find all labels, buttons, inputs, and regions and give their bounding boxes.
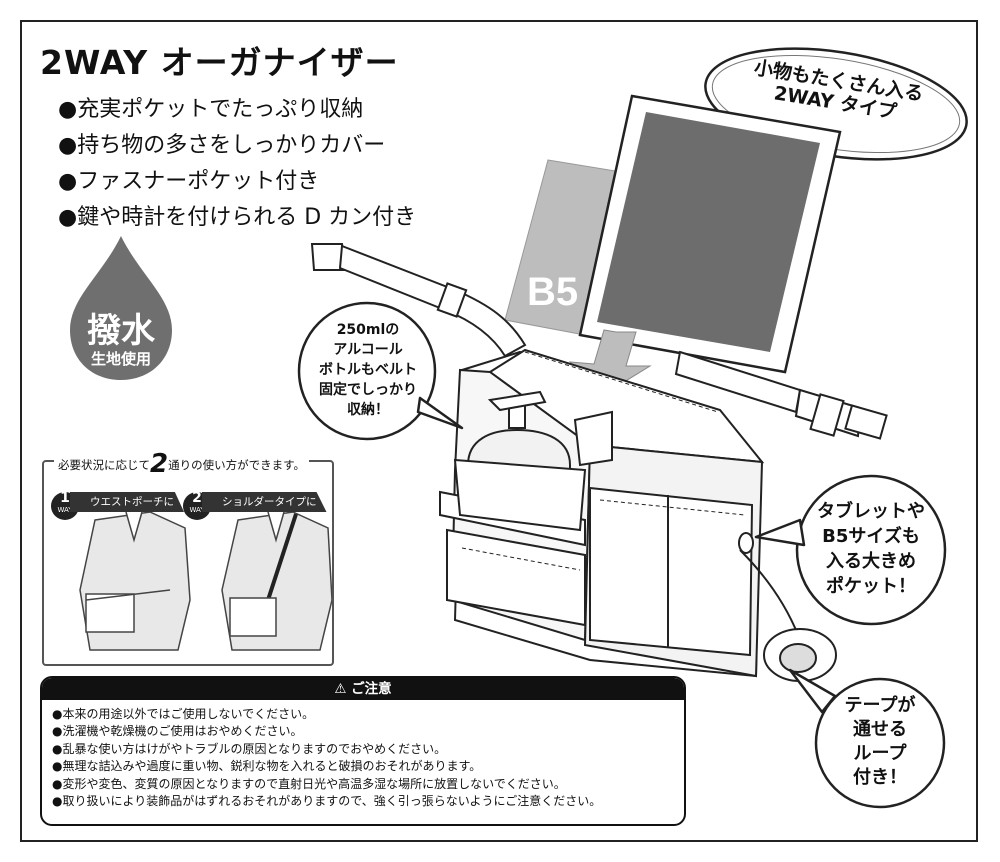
tape-loop-icon — [738, 532, 837, 682]
way2-number: 2 — [192, 490, 202, 506]
bubble-line: 収納！ — [347, 402, 389, 418]
feature-item: ●持ち物の多さをしっかりカバー — [58, 133, 386, 158]
usage-heading-before: 必要状況に応じて — [58, 458, 150, 472]
usage-heading-number: 2 — [150, 449, 169, 479]
tablet-icon — [578, 94, 842, 374]
way2-label: ショルダータイプに — [202, 492, 327, 512]
usage-heading: 必要状況に応じて2通りの使い方ができます。 — [54, 449, 309, 479]
caution-item: ●取り扱いにより装飾品がはずれるおそれがありますので、強く引っ張らないようにご注… — [52, 794, 602, 809]
way1-label: ウエストポーチに — [70, 492, 184, 512]
tablet-bubble: タブレットや B5サイズも 入る大きめ ポケット！ — [801, 499, 941, 599]
bubble-line: 通せる — [853, 719, 907, 740]
usage-heading-after: 通りの使い方ができます。 — [168, 458, 305, 472]
bottle-icon — [453, 390, 587, 532]
caution-item: ●洗濯機や乾燥機のご使用はおやめください。 — [52, 724, 303, 739]
water-repellent-badge: 撥水 — [87, 311, 155, 351]
waist-belt-left — [310, 243, 527, 358]
bubble-line: 固定でしっかり — [319, 382, 417, 398]
usage-illustrations — [79, 511, 333, 651]
way1-number: 1 — [60, 490, 70, 506]
page-title: 2WAY オーガナイザー — [40, 43, 399, 82]
bubble-line: B5サイズも — [822, 526, 920, 547]
way2-unit: WAY — [189, 506, 205, 514]
water-repellent-sub: 生地使用 — [90, 350, 151, 368]
water-drop-icon — [70, 236, 172, 380]
bubble-line: 入る大きめ — [826, 551, 916, 572]
b5-label: B5 — [527, 270, 578, 314]
tape-bubble: テープが 通せる ループ 付き！ — [826, 694, 934, 790]
bubble-line: ループ — [853, 743, 907, 764]
way1-unit: WAY — [57, 506, 73, 514]
feature-item: ●ファスナーポケット付き — [58, 169, 320, 194]
caution-box: ⚠ ご注意 ●本来の用途以外ではご使用しないでください。 ●洗濯機や乾燥機のご使… — [40, 676, 686, 826]
caution-title: ⚠ ご注意 — [42, 678, 684, 700]
caution-item: ●本来の用途以外ではご使用しないでください。 — [52, 707, 315, 721]
bubble-line: テープが — [844, 695, 916, 716]
bubble-line: ポケット！ — [826, 576, 916, 597]
bubble-line: 250mlの — [336, 322, 400, 338]
bubble-line: タブレットや — [817, 501, 925, 522]
bubble-line: ボトルもベルト — [319, 362, 417, 378]
feature-item: ●鍵や時計を付けられる D カン付き — [58, 205, 417, 230]
bubble-line: アルコール — [333, 342, 403, 358]
waist-belt-right — [674, 350, 888, 440]
caution-item: ●乱暴な使い方はけがやトラブルの原因となりますのでおやめください。 — [52, 741, 447, 756]
feature-list: ●充実ポケットでたっぷり収納 ●持ち物の多さをしっかりカバー ●ファスナーポケッ… — [58, 92, 416, 236]
feature-item: ●充実ポケットでたっぷり収納 — [58, 97, 364, 122]
caution-item: ●無理な詰込みや過度に重い物、鋭利な物を入れると破損のおそれがあります。 — [52, 759, 482, 774]
bubble-line: 付き！ — [853, 767, 907, 788]
caution-item: ●変形や変色、変質の原因となりますので直射日光や高温多湿な場所に放置しないでくだ… — [52, 776, 566, 791]
caution-list: ●本来の用途以外ではご使用しないでください。 ●洗濯機や乾燥機のご使用はおやめく… — [42, 706, 684, 810]
bottle-bubble: 250mlの アルコール ボトルもベルト 固定でしっかり 収納！ — [312, 320, 424, 420]
bubble-shapes — [297, 301, 947, 809]
